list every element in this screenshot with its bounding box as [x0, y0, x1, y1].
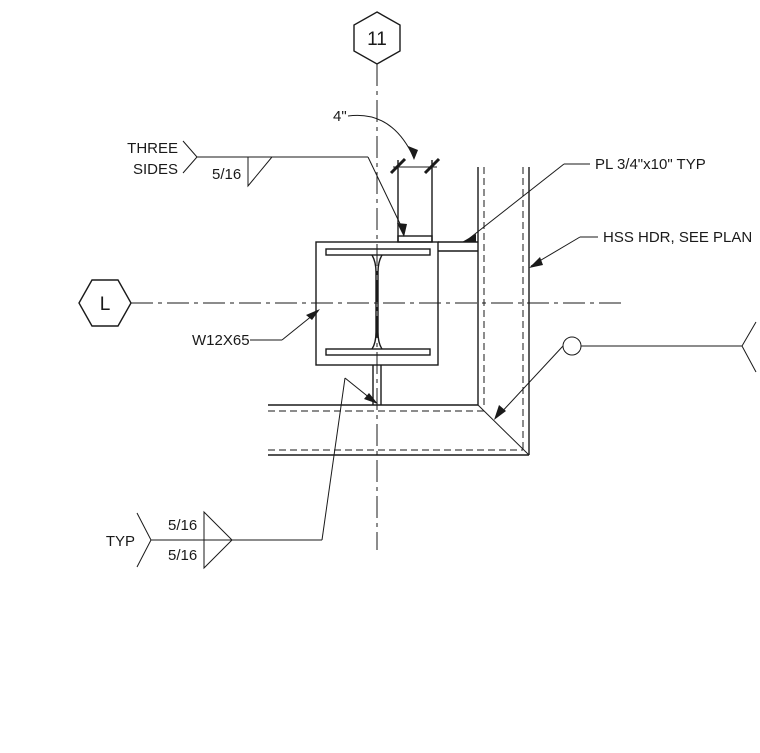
weld-note-typ: TYP [106, 533, 135, 550]
fillet-weld-triangle [247, 156, 274, 188]
grid-bubble-11-label: 11 [367, 29, 387, 50]
hss-horizontal-member [268, 404, 529, 456]
hss-callout-label: HSS HDR, SEE PLAN [603, 229, 752, 246]
weld-symbol-top: THREE SIDES 5/16 [127, 140, 407, 237]
beam-callout: W12X65 [192, 309, 320, 349]
w12x65-outline [315, 241, 439, 366]
top-flange [325, 248, 431, 256]
dimension-4in-label: 4" [333, 108, 347, 125]
hss-callout: HSS HDR, SEE PLAN [529, 229, 752, 268]
seat-plate [438, 234, 478, 252]
bottom-flange [325, 348, 431, 356]
hss-header [477, 167, 530, 456]
plate-callout-label: PL 3/4"x10" TYP [595, 156, 706, 173]
weld-size-other-side: 5/16 [168, 547, 197, 564]
grid-bubble-L-label: L [100, 294, 111, 315]
weld-symbol-bottom: TYP 5/16 5/16 [106, 377, 378, 570]
web-right-edge [377, 254, 383, 350]
plate-callout: PL 3/4"x10" TYP [465, 156, 706, 242]
weld-note-sides: SIDES [133, 161, 178, 178]
grid-bubble-L: L [78, 279, 132, 327]
weld-note-three: THREE [127, 140, 178, 157]
weld-size-top: 5/16 [212, 166, 241, 183]
weld-symbol-right [494, 321, 757, 420]
connection-plate [397, 160, 433, 243]
web-left-edge [371, 254, 377, 350]
wide-flange-section [325, 248, 431, 356]
dimension-4in [347, 114, 441, 175]
weld-size-arrow-side: 5/16 [168, 517, 197, 534]
weld-all-around-circle [562, 336, 582, 356]
grid-bubble-11: 11 [353, 11, 401, 65]
beam-callout-label: W12X65 [192, 332, 250, 349]
